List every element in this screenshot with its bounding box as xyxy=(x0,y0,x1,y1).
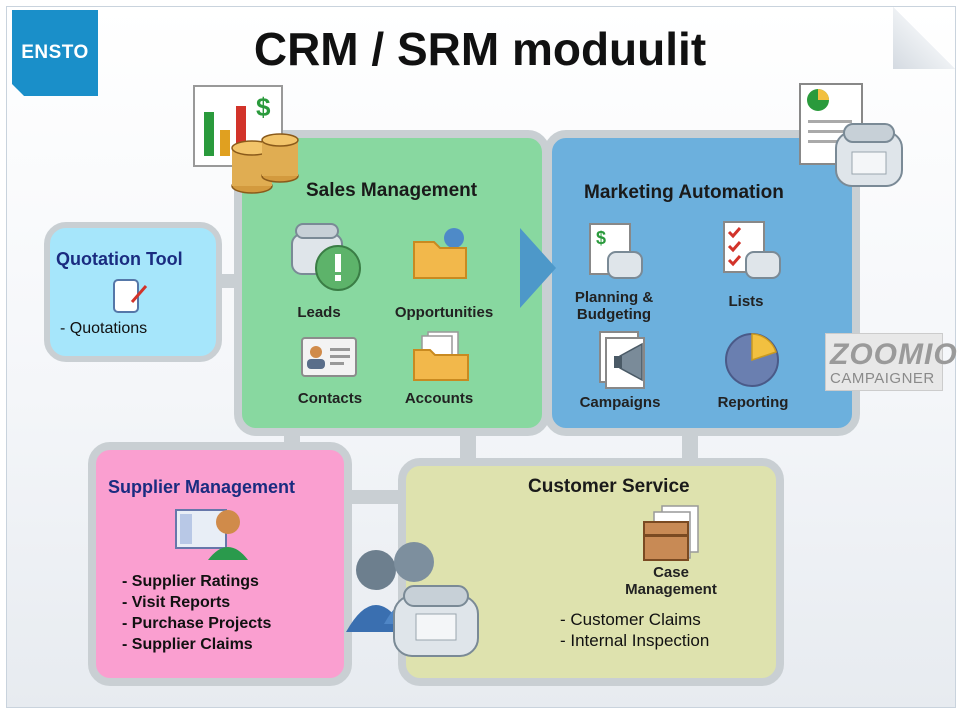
arrow-right-icon xyxy=(520,228,556,308)
sales-title: Sales Management xyxy=(306,180,478,201)
page-curl xyxy=(893,7,955,69)
marketing-item-planning: Planning & Budgeting xyxy=(566,289,662,323)
supplier-title: Supplier Management xyxy=(108,477,296,497)
sales-item-contacts: Contacts xyxy=(297,390,363,407)
supplier-list: - Supplier Ratings - Visit Reports - Pur… xyxy=(122,571,271,655)
case-management-label: Case Management xyxy=(614,564,728,598)
planning-label: Planning & Budgeting xyxy=(574,289,654,323)
ensto-logo: ENSTO xyxy=(12,10,98,96)
supplier-item: - Purchase Projects xyxy=(122,615,272,632)
quotation-item: - Quotations xyxy=(60,320,148,337)
sales-item-accounts: Accounts xyxy=(404,390,474,407)
quotation-list: - Quotations xyxy=(60,318,147,339)
customer-item: - Customer Claims xyxy=(560,610,701,629)
svg-text:$: $ xyxy=(256,92,271,122)
zoomio-text: ZOOMIO xyxy=(830,338,958,371)
chart-coins-icon: $ xyxy=(193,85,299,194)
campaigner-text: CAMPAIGNER xyxy=(830,370,935,387)
document-phone-icon xyxy=(799,83,903,187)
supplier-item: - Supplier Claims xyxy=(122,636,253,653)
case-management-text: Case Management xyxy=(625,564,717,598)
sales-item-opportunities: Opportunities xyxy=(394,304,494,321)
phone-alert-icon xyxy=(291,223,361,291)
folder-gear-icon xyxy=(413,228,467,279)
tablet-pen-icon xyxy=(113,279,148,313)
checklist-icon xyxy=(723,221,781,279)
sales-item-leads: Leads xyxy=(297,304,341,321)
marketing-title: Marketing Automation xyxy=(584,182,784,203)
zoomio-campaigner-logo: ZOOMIO CAMPAIGNER xyxy=(825,333,957,391)
page-title: CRM / SRM moduulit xyxy=(253,23,707,75)
customer-list: - Customer Claims - Internal Inspection xyxy=(560,609,709,651)
quotation-title: Quotation Tool xyxy=(56,249,183,269)
supplier-item: - Supplier Ratings xyxy=(122,573,259,590)
people-phone-icon xyxy=(346,542,479,657)
marketing-item-lists: Lists xyxy=(728,293,764,310)
pie-chart-icon xyxy=(725,333,779,387)
logo-text: ENSTO xyxy=(21,42,89,63)
contact-card-icon xyxy=(301,337,357,377)
planning-budget-icon: $ xyxy=(589,223,643,279)
customer-title: Customer Service xyxy=(528,476,690,497)
person-screen-icon xyxy=(175,509,248,560)
megaphone-icon xyxy=(599,331,645,389)
supplier-item: - Visit Reports xyxy=(122,594,231,611)
marketing-item-campaigns: Campaigns xyxy=(579,394,661,411)
svg-text:$: $ xyxy=(596,228,606,248)
connector-supplier-customer xyxy=(334,490,406,504)
case-folders-icon xyxy=(643,505,699,561)
supplier-management-box xyxy=(88,442,352,686)
marketing-automation-box xyxy=(544,130,860,436)
marketing-item-reporting: Reporting xyxy=(717,394,789,411)
folder-docs-icon xyxy=(413,331,469,381)
customer-item: - Internal Inspection xyxy=(560,631,710,650)
